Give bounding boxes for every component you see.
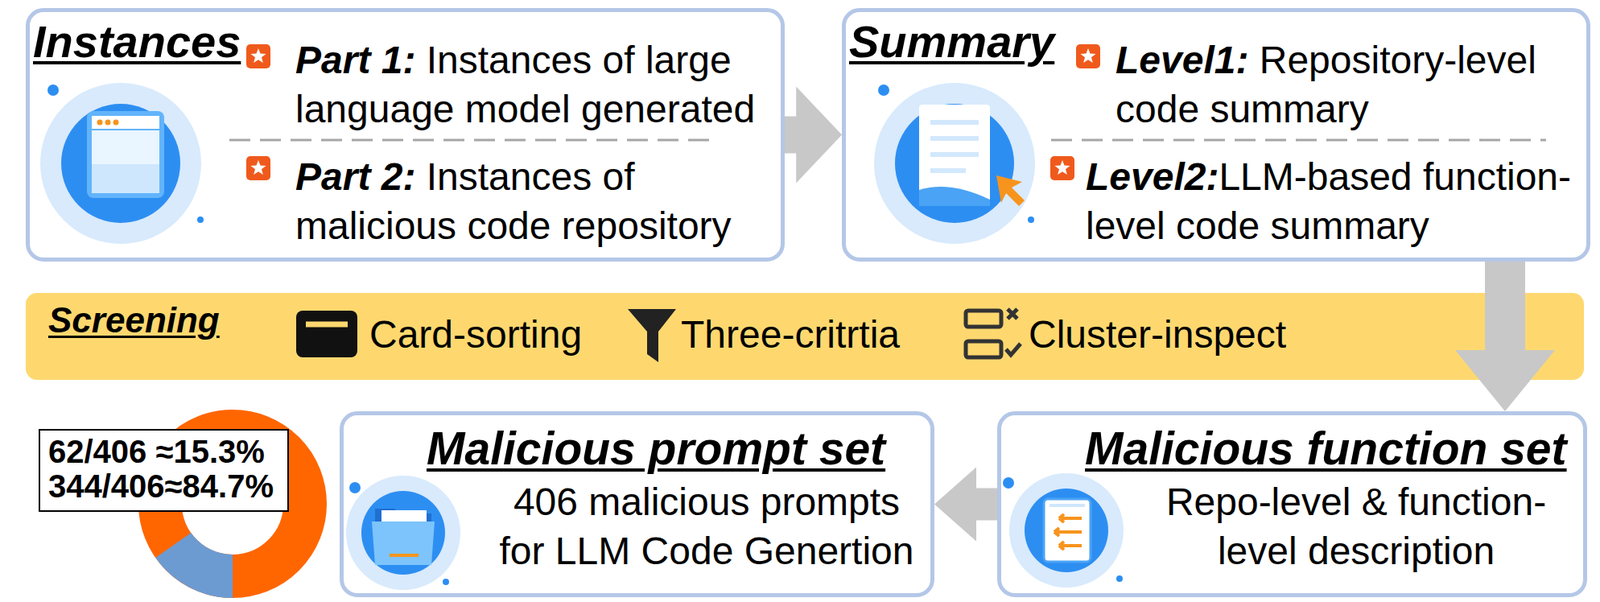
label-prefix: Level1: <box>1115 38 1249 82</box>
part-text: Part 1: Instances of large language mode… <box>295 36 775 135</box>
section-heading: Summary <box>849 16 1055 68</box>
level-text: Level1: Repository-level code summary <box>1115 36 1575 135</box>
label-prefix: Part 1: <box>295 38 416 82</box>
method-label: Cluster-inspect <box>1028 310 1287 360</box>
filter-icon <box>627 309 677 363</box>
star-badge <box>1050 156 1075 181</box>
star-badge <box>1076 44 1101 69</box>
star-badge <box>246 156 271 181</box>
screening-band: Screening Card-sorting Three-critrtia Clust… <box>25 292 1584 380</box>
section-box: Malicious prompt set406 malicious prompt… <box>339 411 935 598</box>
ratio-text: 344/406≈84.7% <box>48 469 274 504</box>
block-arrow <box>934 467 998 542</box>
level-text: Level2:LLM-based function-level code sum… <box>1085 152 1580 252</box>
description-text: 406 malicious prompts for LLM Code Gener… <box>489 478 924 577</box>
star-badge <box>246 44 271 69</box>
folder-icon <box>346 475 461 590</box>
checklist-icon <box>965 309 1021 358</box>
window-icon <box>40 82 204 244</box>
card-icon <box>296 310 358 358</box>
section-heading: Malicious function set <box>1084 422 1568 476</box>
method-label: Card-sorting <box>369 310 582 360</box>
dashed-divider <box>229 139 717 142</box>
band-heading: Screening <box>48 299 220 343</box>
function-doc-icon <box>1002 473 1124 588</box>
part-text: Part 2: Instances of malicious code repo… <box>295 152 763 252</box>
band-ground <box>25 292 1584 380</box>
label-prefix: Part 2: <box>295 155 416 198</box>
section-box: Instances Part 1: Instances of large lang… <box>25 8 785 262</box>
method-label: Three-critrtia <box>680 310 900 360</box>
dashed-divider <box>1051 139 1547 142</box>
section-heading: Instances <box>32 16 241 68</box>
block-arrow <box>1455 261 1555 412</box>
block-arrow <box>784 86 842 183</box>
description-text: Repo-level & function-level description <box>1138 478 1574 577</box>
ratio-box: 62/406 ≈15.3%344/406≈84.7% <box>38 428 289 512</box>
section-box: Summary Level1: Repository-level code sum… <box>841 8 1591 262</box>
label-prefix: Level2: <box>1085 155 1219 198</box>
section-heading: Malicious prompt set <box>426 422 886 476</box>
section-box: Malicious function setRepo-level & funct… <box>997 411 1588 598</box>
document-icon <box>874 82 1036 244</box>
ratio-text: 62/406 ≈15.3% <box>48 434 265 470</box>
